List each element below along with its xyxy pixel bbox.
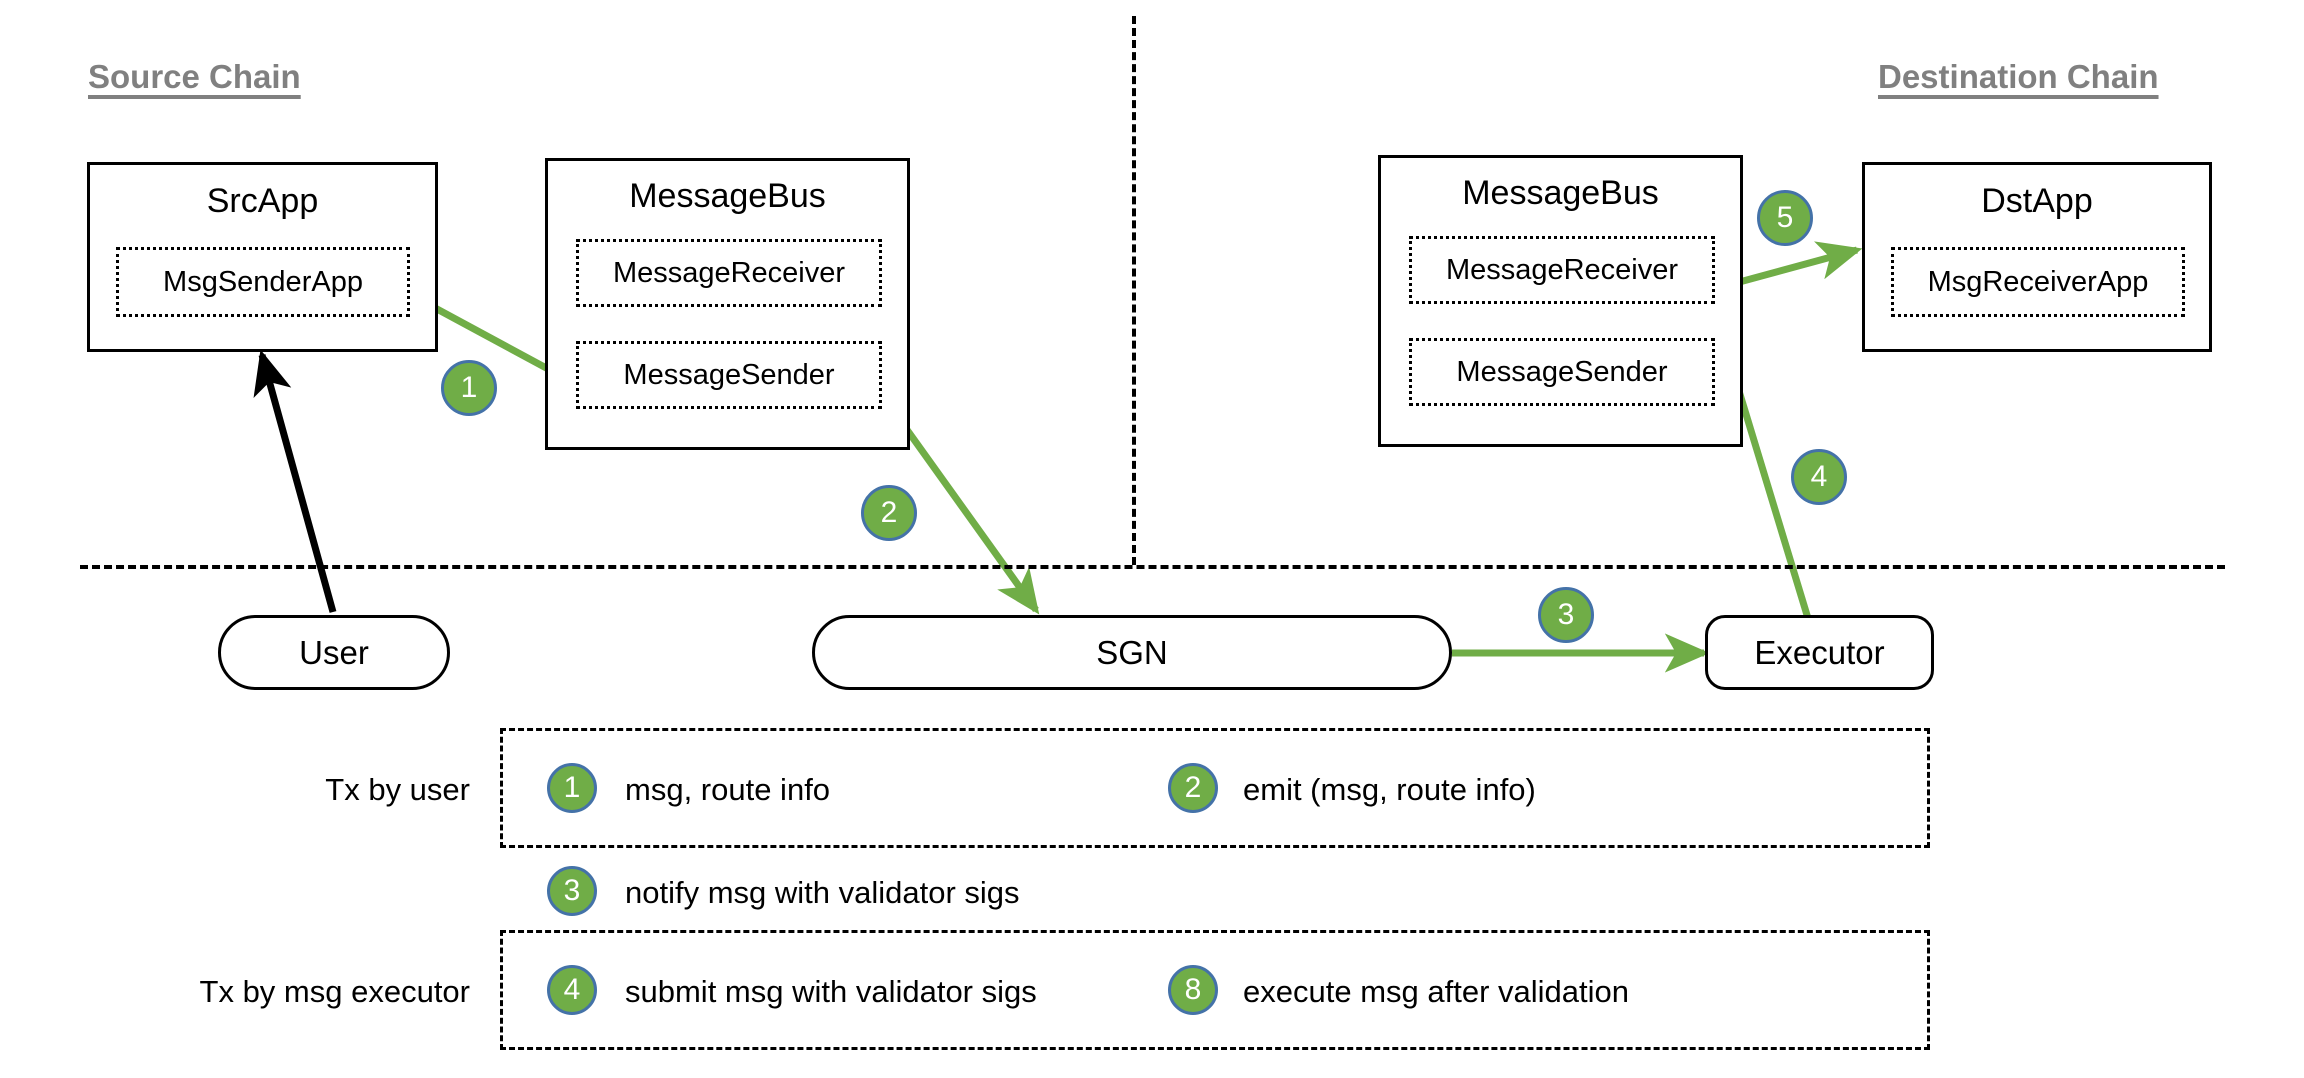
legend-group-tx-by-executor — [500, 930, 1930, 1050]
dst-app-box[interactable]: DstApp MsgReceiverApp — [1862, 162, 2212, 352]
onchain-offchain-divider — [80, 565, 2225, 569]
src-app-box[interactable]: SrcApp MsgSenderApp — [87, 162, 438, 352]
src-app-title: SrcApp — [206, 182, 319, 220]
flow-badge-5: 5 — [1757, 190, 1813, 246]
destination-message-bus-box[interactable]: MessageBus MessageReceiver MessageSender — [1378, 155, 1743, 447]
legend-badge-3: 3 — [547, 866, 597, 916]
destination-message-bus-title: MessageBus — [1462, 174, 1659, 212]
destination-chain-title: Destination Chain — [1878, 58, 2159, 95]
source-message-sender-module[interactable]: MessageSender — [576, 341, 882, 409]
arrow-user-to-srcapp — [253, 349, 337, 613]
legend-label-tx-by-executor: Tx by msg executor — [199, 974, 470, 1009]
executor-node[interactable]: Executor — [1705, 615, 1934, 690]
legend-badge-2: 2 — [1168, 763, 1218, 813]
legend-text-4: submit msg with validator sigs — [625, 974, 1037, 1009]
flow-badge-2: 2 — [861, 485, 917, 541]
source-message-bus-title: MessageBus — [629, 177, 826, 215]
flow-badge-1: 1 — [441, 360, 497, 416]
legend-badge-4: 4 — [547, 965, 597, 1015]
source-message-bus-box[interactable]: MessageBus MessageReceiver MessageSender — [545, 158, 910, 450]
flow-badge-3: 3 — [1538, 587, 1594, 643]
legend-badge-8: 8 — [1168, 965, 1218, 1015]
source-chain-title: Source Chain — [88, 58, 301, 95]
dst-app-title: DstApp — [1981, 182, 2093, 220]
legend-label-tx-by-user: Tx by user — [325, 772, 470, 807]
legend-text-1: msg, route info — [625, 772, 831, 807]
source-message-receiver-module[interactable]: MessageReceiver — [576, 239, 882, 307]
legend-badge-1: 1 — [547, 763, 597, 813]
user-node[interactable]: User — [218, 615, 450, 690]
msg-sender-app-module[interactable]: MsgSenderApp — [116, 247, 410, 317]
legend-text-8: execute msg after validation — [1243, 974, 1629, 1009]
flow-badge-4: 4 — [1791, 449, 1847, 505]
destination-message-receiver-module[interactable]: MessageReceiver — [1409, 236, 1715, 304]
legend-text-2: emit (msg, route info) — [1243, 772, 1536, 807]
legend-text-3: notify msg with validator sigs — [625, 875, 1020, 910]
chain-vertical-divider — [1132, 16, 1136, 565]
destination-message-sender-module[interactable]: MessageSender — [1409, 338, 1715, 406]
sgn-node[interactable]: SGN — [812, 615, 1452, 690]
legend-group-tx-by-user — [500, 728, 1930, 848]
msg-receiver-app-module[interactable]: MsgReceiverApp — [1891, 247, 2185, 317]
